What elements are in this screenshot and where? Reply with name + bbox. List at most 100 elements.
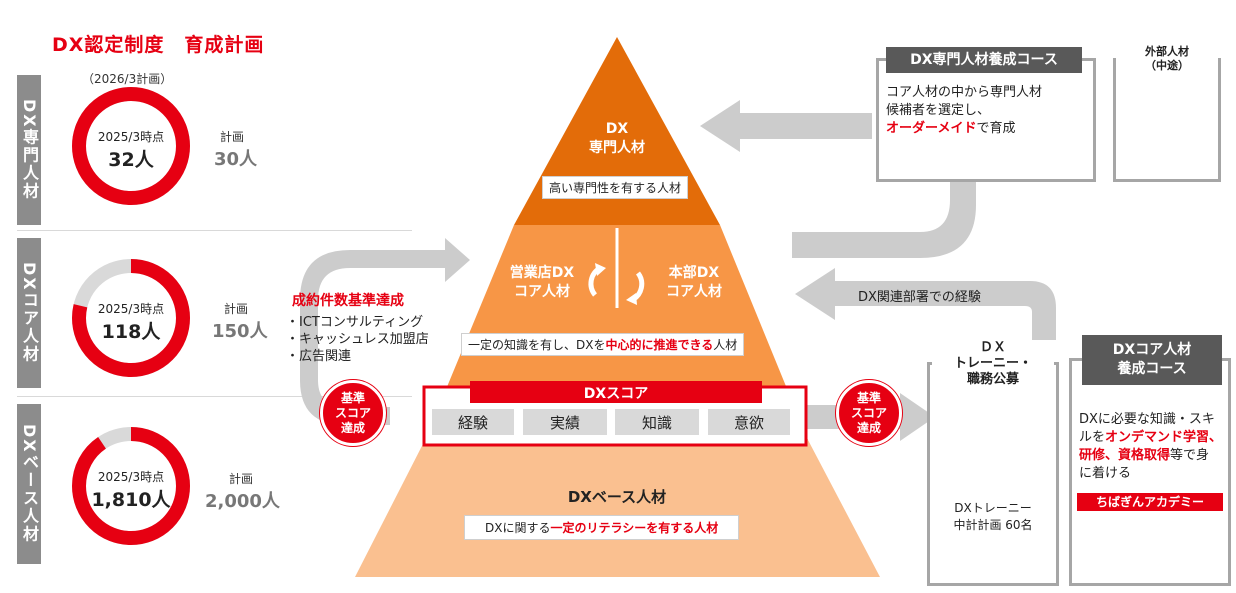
core-desc-emphasis: 中心的に推進できる	[605, 338, 714, 352]
badge-line: 達成	[856, 420, 881, 435]
badge-line: 達成	[340, 420, 365, 435]
course-line: に着ける	[1079, 466, 1132, 481]
ring-progress	[72, 87, 190, 205]
score-item-results: 実績	[523, 409, 607, 435]
divider	[17, 230, 412, 231]
current-count: 118人	[101, 321, 161, 343]
ring-core-label: 2025/3時点 118人	[81, 300, 181, 344]
base-desc: DXに関する一定のリテラシーを有する人材	[464, 515, 740, 540]
trainee-box	[927, 362, 1059, 586]
plan-note: （2026/3計画）	[82, 72, 173, 86]
ring-specialist	[72, 87, 190, 205]
cycle-arrowhead	[595, 263, 606, 276]
pyramid-base	[355, 440, 880, 577]
ring-charts	[72, 87, 190, 545]
plan-core: 計画 150人	[212, 300, 268, 343]
course-line: 等で身	[1170, 448, 1210, 463]
ring-core	[72, 259, 190, 377]
course-line: DXに必要な知識・スキ	[1079, 412, 1215, 427]
list-item: ・ICTコンサルティング	[286, 315, 424, 330]
course-line: で育成	[976, 121, 1016, 136]
trainee-title-line: トレーニー・	[953, 356, 1032, 371]
specialist-desc: 高い専門性を有する人材	[542, 176, 689, 199]
specialist-title: DX 専門人材	[567, 120, 667, 158]
external-line: （中途）	[1145, 59, 1189, 72]
current-count: 32人	[108, 149, 154, 171]
specialist-title-line: 専門人材	[589, 140, 645, 156]
contract-criteria-list: ・ICTコンサルティング ・キャッシュレス加盟店 ・広告関連	[286, 314, 429, 365]
trainee-title-line: ＤＸ	[979, 340, 1006, 355]
criteria-badge-right: 基準 スコア 達成	[836, 380, 902, 446]
plan-specialist: 計画 30人	[214, 128, 257, 171]
course-line: 候補者を選定し、	[886, 103, 991, 118]
course-to-specialist-arrow	[700, 100, 872, 152]
score-item-motivation: 意欲	[708, 409, 790, 435]
trainee-plan: DXトレーニー 中計計画 60名	[948, 500, 1038, 534]
external-personnel-label: 外部人材 （中途）	[1116, 45, 1218, 73]
criteria-badge-left: 基準 スコア 達成	[320, 380, 386, 446]
badge-line: スコア	[850, 405, 887, 420]
external-personnel-box	[1113, 58, 1221, 182]
specialist-course-desc: コア人材の中から専門人材 候補者を選定し、 オーダーメイドで育成	[886, 84, 1042, 138]
specialist-title-line: DX	[605, 121, 629, 137]
plan-base: 計画 2,000人	[205, 470, 280, 513]
core-course-header-line: DXコア人材	[1112, 342, 1192, 358]
branch-core-line: コア人材	[514, 284, 570, 300]
core-course-box	[1069, 358, 1231, 586]
plan-value: 150人	[212, 321, 268, 342]
plan-label: 計画	[224, 302, 249, 316]
divider	[17, 396, 412, 397]
core-desc-text: 一定の知識を有し、DXを	[468, 338, 606, 352]
base-title: DXベース人材	[567, 488, 667, 506]
course-emphasis: オンデマンド学習、	[1105, 430, 1223, 445]
core-course-desc: DXに必要な知識・スキ ルをオンデマンド学習、 研修、資格取得等で身 に着ける	[1079, 411, 1222, 483]
point-label: 2025/3時点	[97, 470, 165, 484]
course-emphasis: オーダーメイド	[886, 121, 977, 136]
plan-value: 30人	[214, 149, 258, 170]
left-loop-arrow	[300, 238, 470, 425]
branch-core-line: 営業店DX	[509, 265, 575, 281]
course-emphasis: 研修、資格取得	[1079, 448, 1171, 463]
category-specialist: DX専門人材	[17, 75, 41, 225]
plan-label: 計画	[229, 472, 254, 486]
ring-base-label: 2025/3時点 1,810人	[81, 468, 181, 512]
hq-core-line: コア人材	[666, 284, 722, 300]
list-item: ・広告関連	[286, 349, 352, 364]
ring-base	[72, 427, 190, 545]
course-line: コア人材の中から専門人材	[886, 85, 1043, 100]
dept-experience-label: DX関連部署での経験	[858, 290, 981, 305]
cycle-arrowhead	[626, 293, 637, 305]
score-item-knowledge: 知識	[615, 409, 699, 435]
point-label: 2025/3時点	[97, 130, 165, 144]
plan-label: 計画	[220, 130, 245, 144]
ring-progress	[72, 427, 190, 545]
base-desc-text: DXに関する	[485, 521, 551, 535]
hq-core-label: 本部DX コア人材	[644, 264, 744, 302]
badge-line: 基準	[856, 390, 881, 405]
list-item: ・キャッシュレス加盟店	[286, 332, 429, 347]
score-item-experience: 経験	[432, 409, 514, 435]
dept-experience-arrow	[795, 268, 1056, 340]
external-line: 外部人材	[1145, 45, 1189, 58]
specialist-course-box	[876, 58, 1096, 182]
current-count: 1,810人	[91, 489, 171, 511]
point-label: 2025/3時点	[97, 302, 165, 316]
core-desc-text: 人材	[713, 338, 738, 352]
plan-value: 2,000人	[205, 491, 280, 512]
trainee-plan-line: 中計計画 60名	[953, 518, 1033, 532]
core-desc: 一定の知識を有し、DXを中心的に推進できる人材	[461, 333, 745, 356]
trainee-plan-line: DXトレーニー	[954, 501, 1032, 515]
badge-line: スコア	[334, 405, 371, 420]
contract-criteria-title: 成約件数基準達成	[292, 293, 404, 309]
category-core: DXコア人材	[17, 238, 41, 388]
ring-specialist-label: 2025/3時点 32人	[81, 128, 181, 172]
trainee-title-line: 職務公募	[966, 372, 1019, 387]
course-line: ルを	[1079, 430, 1106, 445]
page-title: DX認定制度 育成計画	[52, 34, 265, 56]
hq-core-line: 本部DX	[668, 265, 720, 281]
base-desc-emphasis: 一定のリテラシーを有する人材	[550, 521, 719, 535]
score-title: DXスコア	[583, 386, 649, 402]
badge-line: 基準	[340, 390, 365, 405]
academy-banner: ちばぎんアカデミー	[1077, 493, 1223, 511]
core-course-header-line: 養成コース	[1117, 361, 1187, 377]
